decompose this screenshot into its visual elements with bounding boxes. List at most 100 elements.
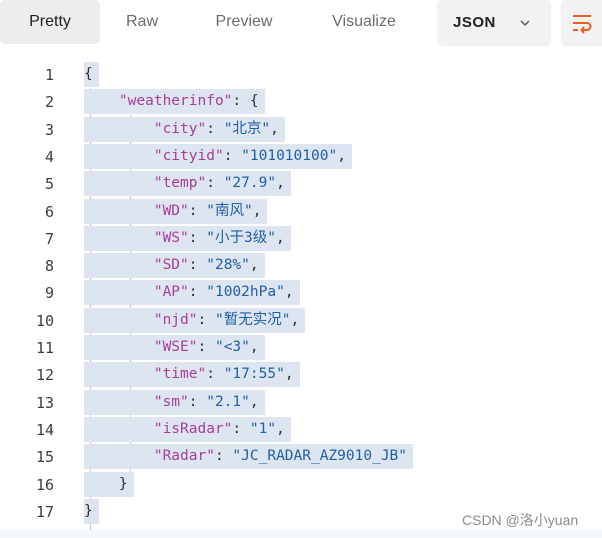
colon: : bbox=[232, 93, 250, 110]
colon: : bbox=[188, 393, 207, 410]
tab-raw[interactable]: Raw bbox=[125, 13, 158, 30]
indent bbox=[84, 476, 119, 492]
code-text: "WS": "小于3级", bbox=[84, 225, 291, 251]
indent bbox=[84, 148, 154, 164]
code-text: "cityid": "101010100", bbox=[84, 143, 352, 169]
line-number: 6 bbox=[44, 202, 54, 221]
code-line: 13 "sm": "2.1", bbox=[0, 389, 602, 417]
comma: , bbox=[249, 339, 259, 355]
code-line: 12 "time": "17:55", bbox=[0, 362, 602, 389]
indent bbox=[84, 93, 119, 109]
code-text: "city": "北京", bbox=[84, 116, 285, 142]
code-line: 6 "WD": "南风", bbox=[0, 198, 602, 226]
json-key: "WSE" bbox=[153, 339, 198, 355]
line-number: 9 bbox=[44, 284, 54, 303]
json-value: "<3" bbox=[214, 339, 250, 355]
line-number: 11 bbox=[35, 339, 54, 357]
response-toolbar: Pretty Raw Preview Visualize JSON bbox=[0, 0, 602, 48]
json-value: "28%" bbox=[206, 257, 250, 274]
colon: : bbox=[188, 284, 207, 301]
tab-preview[interactable]: Preview bbox=[215, 13, 273, 30]
indent bbox=[84, 230, 154, 246]
colon: : bbox=[206, 175, 224, 192]
watermark: CSDN @洛小yuan bbox=[462, 512, 579, 528]
code-line: 17} bbox=[0, 498, 602, 526]
comma: , bbox=[252, 202, 262, 219]
code-line: 15 "Radar": "JC_RADAR_AZ9010_JB" bbox=[0, 444, 602, 471]
code-text: "isRadar": "1", bbox=[84, 416, 291, 442]
json-key: "temp" bbox=[153, 175, 207, 192]
code-text: { bbox=[84, 62, 99, 87]
comma: , bbox=[249, 393, 259, 410]
brace-open: { bbox=[249, 93, 259, 110]
code-text: "Radar": "JC_RADAR_AZ9010_JB" bbox=[84, 444, 414, 470]
json-value: "小于3级" bbox=[206, 229, 276, 246]
format-dropdown[interactable]: JSON bbox=[437, 0, 551, 46]
colon: : bbox=[197, 311, 215, 328]
comma: , bbox=[276, 420, 285, 437]
json-value: "JC_RADAR_AZ9010_JB" bbox=[232, 448, 408, 465]
code-text: "WD": "南风", bbox=[84, 198, 268, 224]
colon: : bbox=[197, 339, 215, 355]
wrap-lines-button[interactable] bbox=[561, 0, 602, 46]
json-key: "njd" bbox=[153, 311, 198, 328]
json-value: "北京" bbox=[223, 120, 271, 137]
json-value: "1002hPa" bbox=[206, 284, 285, 301]
colon: : bbox=[188, 257, 207, 274]
indent bbox=[84, 257, 154, 273]
comma: , bbox=[275, 229, 285, 246]
json-editor[interactable]: 1{2 "weatherinfo": {3 "city": "北京",4 "ci… bbox=[0, 50, 602, 538]
colon: : bbox=[206, 366, 224, 383]
colon: : bbox=[188, 229, 207, 246]
code-text: "weatherinfo": { bbox=[84, 89, 265, 115]
code-text: "time": "17:55", bbox=[84, 362, 300, 388]
line-number: 2 bbox=[44, 93, 54, 112]
indent bbox=[84, 284, 154, 300]
line-number: 14 bbox=[35, 420, 54, 439]
code-line: 3 "city": "北京", bbox=[0, 116, 602, 144]
json-value: "27.9" bbox=[223, 175, 277, 192]
footer-strip bbox=[0, 530, 602, 538]
json-key: "time" bbox=[153, 366, 207, 383]
comma: , bbox=[284, 284, 294, 301]
code-text: "njd": "暂无实况", bbox=[84, 307, 306, 333]
json-value: "1" bbox=[249, 420, 277, 437]
code-line: 7 "WS": "小于3级", bbox=[0, 225, 602, 253]
line-number: 4 bbox=[44, 147, 54, 166]
json-value: "101010100" bbox=[241, 147, 338, 164]
line-number: 3 bbox=[44, 120, 54, 139]
code-line: 11 "WSE": "<3", bbox=[0, 335, 602, 362]
json-value: "17:55" bbox=[223, 366, 285, 383]
tab-pretty[interactable]: Pretty bbox=[0, 0, 100, 44]
indent bbox=[84, 312, 154, 328]
chevron-down-icon bbox=[520, 20, 530, 27]
comma: , bbox=[290, 311, 300, 328]
code-line: 9 "AP": "1002hPa", bbox=[0, 280, 602, 307]
json-key: "cityid" bbox=[153, 147, 224, 164]
comma: , bbox=[270, 120, 279, 137]
json-value: "南风" bbox=[206, 202, 253, 219]
brace-close: } bbox=[118, 475, 128, 492]
code-line: 10 "njd": "暂无实况", bbox=[0, 307, 602, 335]
json-key: "WS" bbox=[153, 229, 189, 246]
wrap-lines-icon bbox=[573, 15, 592, 34]
json-key: "weatherinfo" bbox=[118, 93, 233, 110]
line-number: 12 bbox=[35, 366, 54, 385]
code-text: "SD": "28%", bbox=[84, 253, 265, 279]
indent bbox=[84, 121, 154, 137]
tab-visualize[interactable]: Visualize bbox=[332, 13, 396, 30]
comma: , bbox=[337, 147, 346, 164]
brace-open: { bbox=[84, 66, 93, 82]
indent bbox=[84, 175, 154, 191]
format-dropdown-value: JSON bbox=[453, 14, 496, 31]
line-number: 8 bbox=[44, 257, 54, 276]
indent bbox=[84, 339, 154, 355]
code-text: } bbox=[84, 471, 134, 497]
line-number: 1 bbox=[44, 66, 54, 84]
json-key: "isRadar" bbox=[153, 420, 233, 437]
code-text: } bbox=[84, 498, 99, 524]
colon: : bbox=[232, 420, 250, 437]
json-key: "sm" bbox=[153, 393, 189, 410]
line-number: 5 bbox=[44, 175, 54, 194]
line-number: 17 bbox=[35, 502, 54, 521]
